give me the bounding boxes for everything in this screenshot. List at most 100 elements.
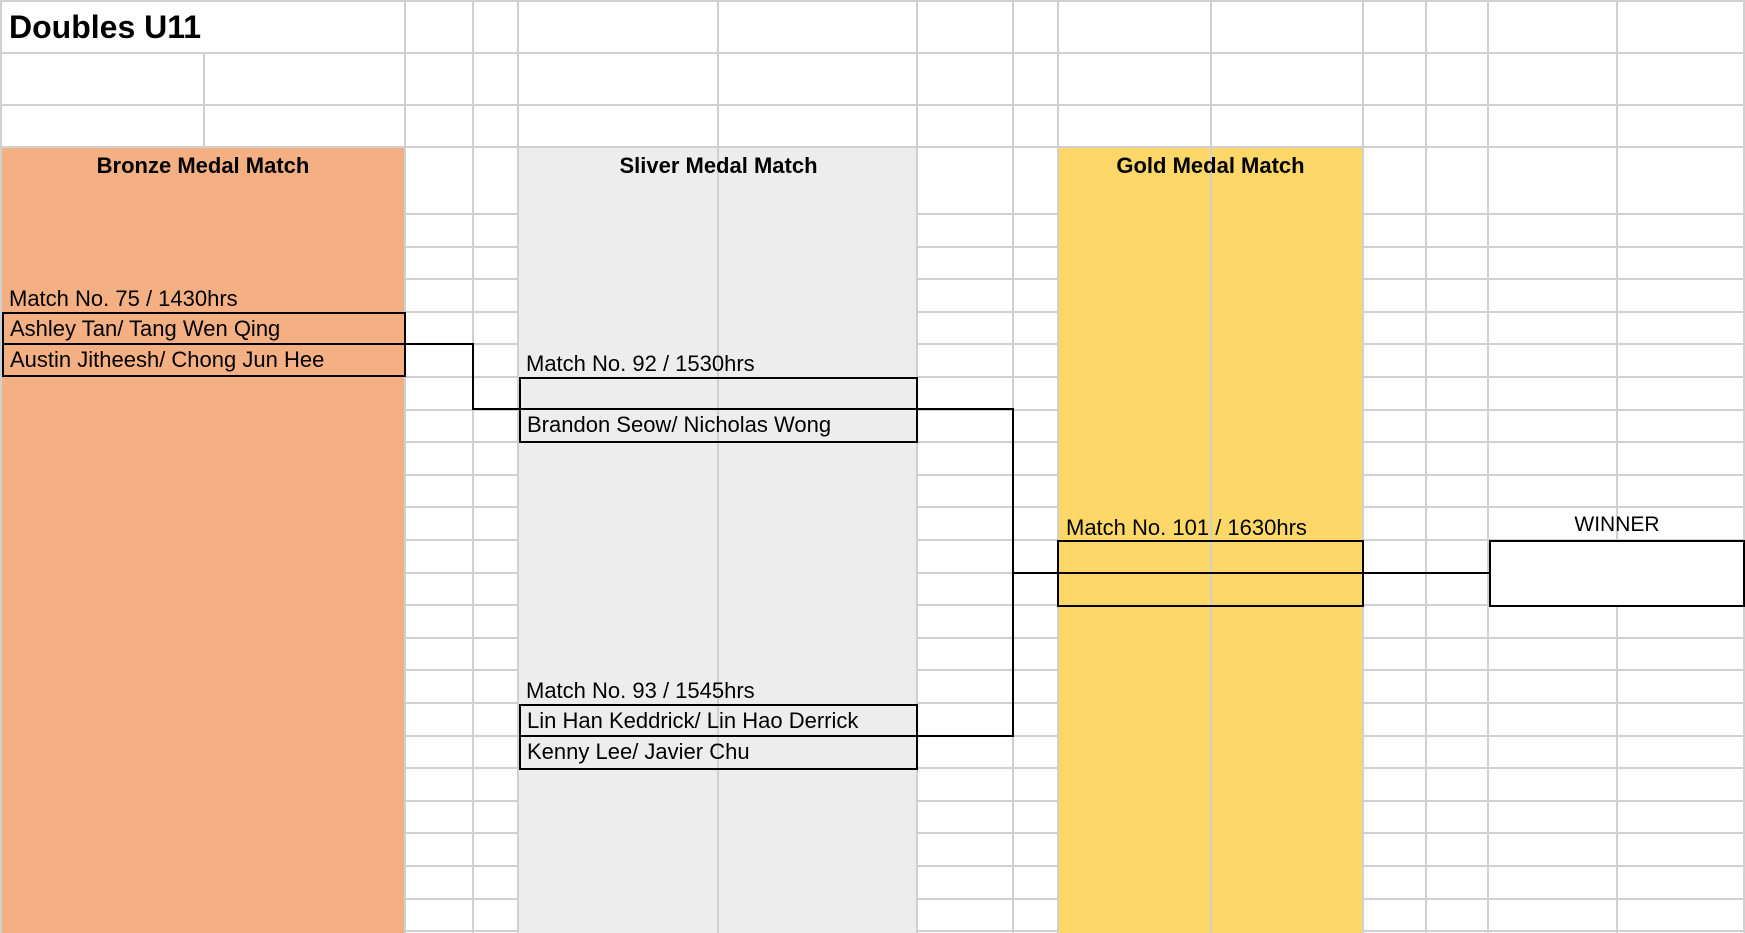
grid-row-line: [406, 832, 519, 834]
grid-row-line: [1364, 278, 1745, 280]
grid-column-line: [916, 0, 918, 933]
grid-row-line: [918, 800, 1057, 802]
grid-row-line: [406, 800, 519, 802]
bracket-line-to-winner: [1364, 572, 1489, 574]
grid-row-line: [918, 376, 1057, 378]
grid-row-line: [1364, 832, 1745, 834]
grid-column-line: [1362, 0, 1364, 933]
grid-row-line: [918, 409, 1057, 411]
winner-cell[interactable]: [1489, 540, 1745, 607]
grid-column-line: [472, 0, 474, 933]
grid-row-line: [1364, 898, 1745, 900]
grid-column-line: [1743, 0, 1745, 933]
grid-column-line: [517, 0, 519, 933]
grid-row-line: [406, 409, 519, 411]
grid-row-line: [406, 735, 519, 737]
match-92-team1-cell[interactable]: [519, 377, 918, 410]
winner-label: WINNER: [1574, 513, 1660, 536]
grid-column-line: [0, 0, 2, 933]
match-101-team2-cell[interactable]: [1057, 572, 1364, 607]
bracket-line-92-out: [918, 408, 1014, 410]
grid-row-line: [406, 572, 519, 574]
grid-row-line: [406, 441, 519, 443]
grid-row-line: [406, 506, 519, 508]
gold-header: Gold Medal Match: [1116, 153, 1305, 178]
match-75-team1-cell[interactable]: Ashley Tan/ Tang Wen Qing: [2, 312, 406, 345]
grid-row-line: [406, 898, 519, 900]
grid-row-line: [918, 572, 1057, 574]
grid-row-line: [406, 930, 519, 932]
grid-column-line: [203, 52, 205, 148]
bracket-line-75-drop: [472, 343, 474, 410]
match-93-team2-cell[interactable]: Kenny Lee/ Javier Chu: [519, 735, 918, 770]
grid-row-line: [1364, 343, 1745, 345]
grid-column-line: [1425, 0, 1427, 933]
grid-row-line: [406, 539, 519, 541]
grid-row-line: [918, 278, 1057, 280]
match-75-team2-cell[interactable]: Austin Jitheesh/ Chong Jun Hee: [2, 343, 406, 377]
grid-row-line: [406, 604, 519, 606]
grid-row-line: [1364, 637, 1745, 639]
grid-row-line: [918, 474, 1057, 476]
grid-row-line: [406, 669, 519, 671]
grid-row-line: [0, 146, 1745, 148]
grid-row-line: [0, 104, 1745, 106]
grid-row-line: [918, 898, 1057, 900]
grid-row-line: [406, 311, 519, 313]
grid-row-line: [1364, 735, 1745, 737]
grid-row-line: [1364, 669, 1745, 671]
grid-row-line: [0, 0, 1745, 2]
grid-row-line: [1364, 800, 1745, 802]
grid-row-line: [1364, 506, 1745, 508]
grid-row-line: [918, 930, 1057, 932]
grid-row-line: [1364, 441, 1745, 443]
grid-row-line: [918, 702, 1057, 704]
match-101-label: Match No. 101 / 1630hrs: [1066, 515, 1307, 540]
grid-row-line: [406, 767, 519, 769]
match-75-label: Match No. 75 / 1430hrs: [9, 286, 238, 311]
grid-row-line: [918, 311, 1057, 313]
grid-column-line: [717, 0, 719, 933]
grid-row-line: [1364, 767, 1745, 769]
match-101-team1-cell[interactable]: [1057, 540, 1364, 574]
grid-row-line: [918, 343, 1057, 345]
grid-row-line: [918, 246, 1057, 248]
grid-row-line: [1364, 865, 1745, 867]
bracket-line-to-101: [1012, 572, 1057, 574]
bracket-line-93-out: [918, 735, 1014, 737]
match-92-label: Match No. 92 / 1530hrs: [526, 351, 755, 376]
grid-row-line: [918, 865, 1057, 867]
grid-row-line: [406, 637, 519, 639]
grid-row-line: [1364, 409, 1745, 411]
match-92-team2-cell[interactable]: Brandon Seow/ Nicholas Wong: [519, 408, 918, 443]
grid-column-line: [1210, 0, 1212, 933]
silver-header: Sliver Medal Match: [619, 153, 818, 178]
grid-row-line: [406, 702, 519, 704]
grid-row-line: [406, 246, 519, 248]
grid-row-line: [918, 637, 1057, 639]
grid-row-line: [918, 506, 1057, 508]
grid-row-line: [918, 832, 1057, 834]
sheet-title: Doubles U11: [9, 9, 202, 45]
grid-column-line: [1057, 0, 1059, 933]
grid-row-line: [918, 669, 1057, 671]
grid-row-line: [918, 604, 1057, 606]
grid-column-line: [1616, 0, 1618, 933]
grid-row-line: [918, 767, 1057, 769]
bronze-band: [0, 148, 406, 933]
grid-row-line: [918, 539, 1057, 541]
grid-row-line: [1364, 930, 1745, 932]
grid-row-line: [406, 376, 519, 378]
grid-row-line: [1364, 213, 1745, 215]
bronze-header: Bronze Medal Match: [96, 153, 310, 178]
grid-row-line: [1364, 311, 1745, 313]
bracket-line-75-out: [406, 343, 474, 345]
match-93-team1-cell[interactable]: Lin Han Keddrick/ Lin Hao Derrick: [519, 704, 918, 737]
grid-row-line: [918, 441, 1057, 443]
grid-row-line: [1364, 702, 1745, 704]
bracket-line-75-to-92: [472, 408, 519, 410]
grid-column-line: [1487, 0, 1489, 933]
grid-row-line: [918, 213, 1057, 215]
grid-row-line: [406, 213, 519, 215]
